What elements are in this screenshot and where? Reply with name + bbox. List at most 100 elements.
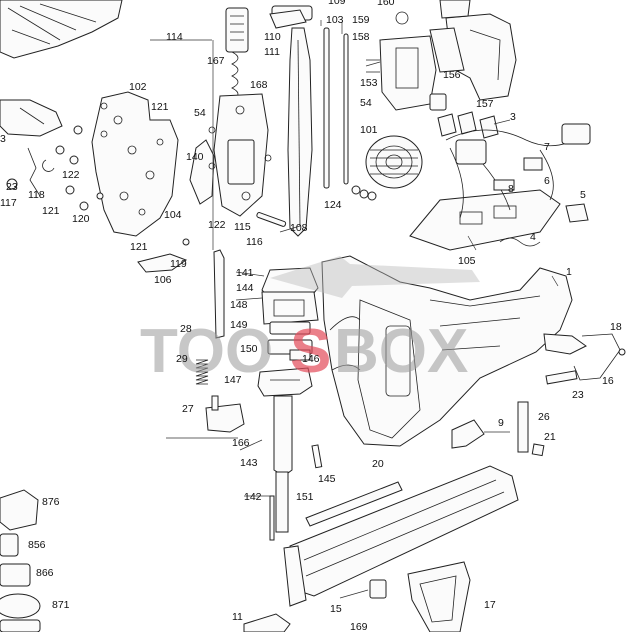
label-871: 871 xyxy=(52,599,70,611)
label-160: 160 xyxy=(377,0,395,8)
label-17: 17 xyxy=(484,599,496,611)
part-18-screw xyxy=(618,348,626,356)
label-105: 105 xyxy=(458,255,476,267)
label-150: 150 xyxy=(240,343,258,355)
part-23-label xyxy=(545,370,578,385)
label-109: 109 xyxy=(328,0,346,7)
label-156: 156 xyxy=(443,69,461,81)
label-159: 159 xyxy=(352,14,370,26)
part-169-cap xyxy=(369,579,387,599)
label-18: 18 xyxy=(610,321,622,333)
part-20-strip xyxy=(305,481,403,527)
watermark-text-b: S xyxy=(290,317,331,386)
part-146-carriage xyxy=(257,367,313,533)
label-9: 9 xyxy=(498,417,504,429)
label-23-b: 23 xyxy=(572,389,584,401)
label-1: 1 xyxy=(566,266,572,278)
label-117: 117 xyxy=(0,197,17,209)
part-21-tag xyxy=(531,443,545,457)
label-876: 876 xyxy=(42,496,60,508)
watermark-hammer xyxy=(270,256,480,298)
label-153: 153 xyxy=(360,77,378,89)
label-101: 101 xyxy=(360,124,378,136)
top-left-housing-fragment xyxy=(0,0,123,59)
label-54-b: 54 xyxy=(360,97,372,109)
part-866-pack xyxy=(0,563,31,587)
part-110-clip xyxy=(269,9,307,29)
part-28-rod xyxy=(213,249,225,339)
label-124: 124 xyxy=(324,199,342,211)
label-169: 169 xyxy=(350,621,368,632)
label-121-c: 121 xyxy=(130,241,148,253)
label-23-a: 23 xyxy=(6,181,18,193)
part-102-bracket-plate xyxy=(91,91,179,237)
part-3-lever xyxy=(0,99,63,137)
label-8: 8 xyxy=(508,183,514,195)
label-111: 111 xyxy=(264,46,280,58)
label-6: 6 xyxy=(544,175,550,187)
label-147: 147 xyxy=(224,374,242,386)
label-28: 28 xyxy=(180,323,192,335)
part-149-150-pads xyxy=(267,321,313,361)
part-5-connector xyxy=(565,203,589,223)
label-5: 5 xyxy=(580,189,586,201)
part-142-pin xyxy=(269,495,275,541)
label-145: 145 xyxy=(318,473,336,485)
label-121-a: 121 xyxy=(151,101,169,113)
label-158: 158 xyxy=(352,31,370,43)
label-142: 142 xyxy=(244,491,262,503)
label-27: 27 xyxy=(182,403,194,415)
watermark-text-a: TOO xyxy=(140,317,273,386)
part-101-coil xyxy=(351,135,423,201)
label-26: 26 xyxy=(538,411,550,423)
label-7: 7 xyxy=(544,141,550,153)
label-146: 146 xyxy=(302,353,320,365)
label-168: 168 xyxy=(250,79,268,91)
label-148: 148 xyxy=(230,299,248,311)
part-16-spring-wire xyxy=(573,333,621,381)
part-15-magazine xyxy=(283,465,519,607)
label-3-b: 3 xyxy=(510,111,516,123)
label-3-a: 3 xyxy=(0,133,6,145)
label-11: 11 xyxy=(232,611,243,623)
label-21: 21 xyxy=(544,431,556,443)
label-108: 108 xyxy=(290,222,308,234)
label-20: 20 xyxy=(372,458,384,470)
part-17-follower xyxy=(407,561,471,632)
label-121-b: 121 xyxy=(42,205,60,217)
watermark: TOO S BOX xyxy=(140,256,480,386)
part-157-housing xyxy=(429,0,517,101)
part-117-spring-parts xyxy=(6,125,104,211)
label-4: 4 xyxy=(530,231,536,243)
part-27-bracket xyxy=(205,395,245,433)
label-151: 151 xyxy=(296,491,314,503)
part-871-case xyxy=(0,593,41,619)
label-856: 856 xyxy=(28,539,46,551)
part-876-charger xyxy=(0,489,39,531)
label-118: 118 xyxy=(28,189,45,201)
label-114: 114 xyxy=(166,31,183,43)
part-856-battery xyxy=(0,533,19,557)
part-4-spring-clip xyxy=(499,237,541,247)
part-168-mechanism xyxy=(189,7,287,227)
label-119: 119 xyxy=(170,258,187,270)
part-108-long-rod xyxy=(271,5,349,237)
label-866: 866 xyxy=(36,567,54,579)
label-106: 106 xyxy=(154,274,172,286)
label-15: 15 xyxy=(330,603,342,615)
label-120: 120 xyxy=(72,213,90,225)
label-157: 157 xyxy=(476,98,494,110)
label-104: 104 xyxy=(164,209,182,221)
part-26-strip xyxy=(517,401,529,453)
label-141: 141 xyxy=(236,267,254,279)
label-103: 103 xyxy=(326,14,344,26)
label-29: 29 xyxy=(176,353,188,365)
label-116: 116 xyxy=(246,236,263,248)
label-144: 144 xyxy=(236,282,254,294)
label-167: 167 xyxy=(207,55,225,67)
leader-lines xyxy=(150,20,559,599)
label-140: 140 xyxy=(186,151,204,163)
watermark-text-c: BOX xyxy=(334,317,468,386)
